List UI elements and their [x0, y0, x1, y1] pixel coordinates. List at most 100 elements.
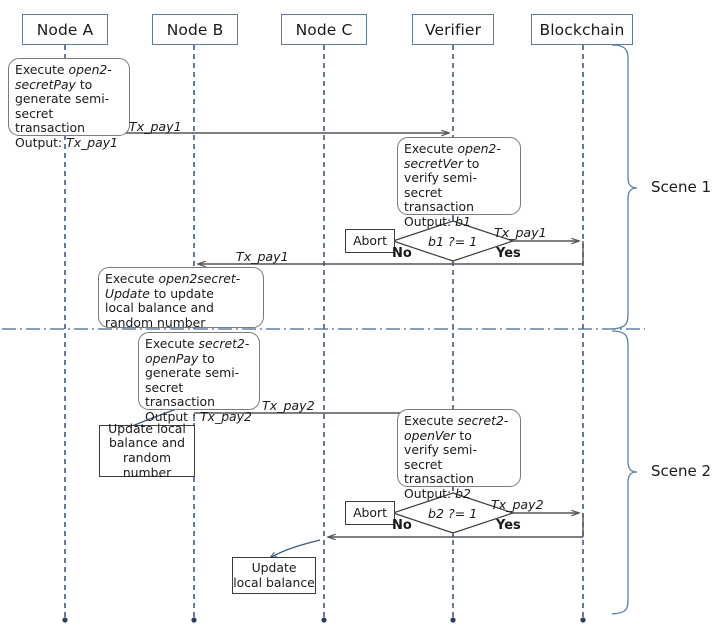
box-line: Update local: [108, 420, 186, 436]
box-line: Update: [251, 559, 297, 575]
note-text: Output:: [404, 485, 456, 501]
scene-1-bracket: [611, 44, 638, 330]
box-line: Abort: [353, 504, 387, 520]
lifeline-dot-node-a: [62, 617, 68, 623]
note-text-emphasis: openVer: [404, 427, 456, 443]
note-text: verify semi-secret: [404, 442, 477, 472]
actor-node-a[interactable]: Node A: [22, 14, 108, 45]
note-text: transaction: [404, 199, 474, 215]
note-text: Execute: [105, 271, 159, 286]
note-line: secret transaction: [15, 105, 124, 136]
note-line: local balance and: [105, 300, 258, 316]
actor-node-c[interactable]: Node C: [281, 14, 367, 45]
note-text-emphasis: openPay: [145, 350, 199, 366]
actor-blockchain[interactable]: Blockchain: [531, 14, 633, 45]
note-line: transaction: [404, 472, 515, 487]
box-text: Abort: [353, 232, 387, 249]
note-text-emphasis: b1: [455, 213, 471, 229]
note-text-emphasis: Tx_pay2: [200, 408, 252, 424]
note-line: Update to update: [105, 285, 258, 302]
lifeline-end-dots: [62, 617, 586, 623]
message-label-tx-pay1-yes-to-chain: Tx_pay1: [494, 225, 547, 240]
note-line: verify semi-secret: [404, 442, 515, 472]
note-line: verify semi-secret: [404, 170, 515, 200]
note-text: to: [75, 76, 93, 92]
lifeline-dot-node-c: [321, 617, 327, 623]
note-text: transaction: [404, 471, 474, 487]
note-text-emphasis: secret2-: [198, 336, 250, 351]
note-text-emphasis: secretVer: [404, 155, 463, 171]
actor-label-node-c: Node C: [295, 20, 353, 39]
note-line: generate semi-: [145, 365, 254, 381]
note-line: generate semi-: [15, 91, 124, 107]
note-line: secret transaction: [145, 380, 254, 410]
note-line: openPay to: [145, 350, 254, 367]
note-text-emphasis: open2-: [68, 62, 112, 77]
note-text: Execute: [15, 62, 69, 77]
note-line: Execute open2secret-: [105, 271, 258, 287]
note-line: secretPay to: [15, 76, 124, 93]
note-line: Output: Tx_pay1: [15, 134, 124, 151]
actor-node-b[interactable]: Node B: [152, 14, 238, 45]
note-text-emphasis: open2-: [457, 141, 501, 156]
note-line: Execute open2-: [15, 62, 124, 78]
note-text: random number: [105, 314, 206, 330]
decision-no-label-b1: No: [392, 246, 412, 261]
note-line: Output: b1: [404, 213, 515, 230]
note-text: local balance and: [105, 300, 214, 316]
note-text-emphasis: Update: [105, 285, 150, 301]
note-text: generate semi-: [15, 91, 110, 107]
note-text: Execute: [404, 141, 458, 156]
message-label-tx-pay1-chain-to-b: Tx_pay1: [236, 249, 289, 264]
actor-verifier[interactable]: Verifier: [412, 14, 494, 45]
lifeline-dot-node-b: [191, 617, 197, 623]
abort-box-2[interactable]: Abort: [345, 501, 395, 525]
lifeline-dot-blockchain: [580, 617, 586, 623]
note-line: Execute secret2-: [404, 413, 515, 429]
note-text-emphasis: b2: [455, 485, 471, 501]
abort-box-1[interactable]: Abort: [345, 229, 395, 253]
scene-label-2: Scene 2: [651, 462, 712, 480]
decision-condition-b1: b1 ?= 1: [428, 234, 478, 249]
box-line: Abort: [353, 232, 387, 248]
box-line: random number: [122, 450, 172, 480]
curve-return-to-update-box-2: [270, 539, 321, 558]
note-text: secret transaction: [15, 105, 85, 136]
note-text-emphasis: secretPay: [15, 76, 76, 92]
note-text: Output:: [15, 134, 67, 150]
decision-condition-b2: b2 ?= 1: [428, 506, 478, 521]
note-text-emphasis: secret2-: [457, 413, 509, 428]
box-text: Abort: [353, 504, 387, 521]
note-text: Output :: [145, 408, 201, 424]
note-line: openVer to: [404, 427, 515, 444]
actor-label-node-a: Node A: [36, 20, 94, 39]
actor-label-verifier: Verifier: [424, 20, 482, 39]
message-label-tx-pay2-b-to-verifier: Tx_pay2: [262, 398, 315, 413]
decision-yes-label-b2: Yes: [496, 518, 521, 533]
note-text: to update: [149, 285, 214, 301]
note-text-emphasis: open2secret-: [158, 271, 241, 286]
scene-2-bracket: [611, 330, 638, 615]
decision-yes-label-b1: Yes: [496, 246, 521, 261]
note-text: to: [198, 350, 215, 366]
box-line: local balance: [233, 574, 315, 590]
note-line: transaction: [404, 200, 515, 215]
actor-label-node-b: Node B: [166, 20, 224, 39]
note-text: to: [462, 155, 480, 171]
note-line: random number: [105, 314, 258, 331]
note-text: Output:: [404, 213, 456, 229]
note-line: secretVer to: [404, 155, 515, 172]
message-label-tx-pay1-a-to-verifier: Tx_pay1: [129, 119, 182, 134]
note-text: to: [455, 427, 472, 443]
note-text: verify semi-secret: [404, 170, 477, 200]
